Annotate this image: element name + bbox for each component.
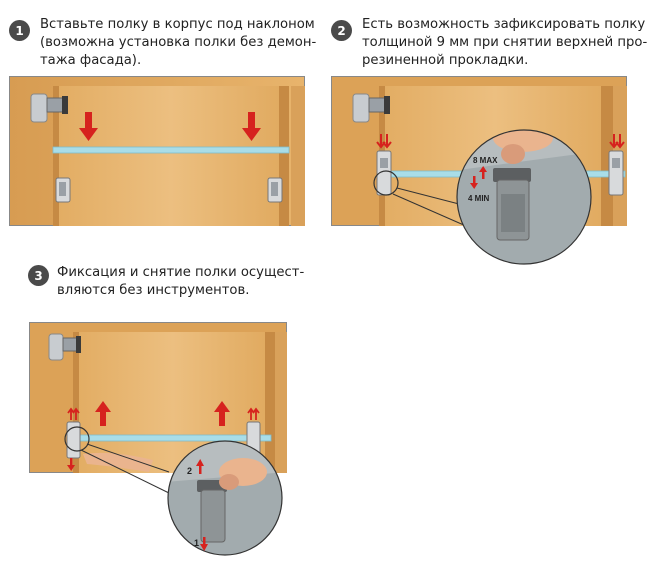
label-arrow-2: 2	[187, 466, 192, 476]
arrow-down-icon	[609, 134, 625, 149]
arrow-up-icon	[214, 401, 230, 426]
zoom-connector	[396, 187, 460, 205]
diagram-step-1	[9, 76, 305, 226]
cabinet-back-panel	[53, 86, 289, 226]
arrow-down-icon	[79, 112, 98, 141]
zoom-source-circle	[64, 426, 90, 452]
zoom-detail	[457, 130, 591, 264]
arrow-down-icon	[200, 537, 208, 551]
arrow-down-icon	[67, 458, 75, 471]
shelf-support-icon	[267, 177, 283, 203]
label-min: 4 MIN	[468, 194, 490, 203]
hinge-icon	[30, 93, 68, 123]
cabinet-illustration-1	[9, 76, 305, 226]
zoom-circle	[167, 440, 283, 556]
step-1-badge: 1	[9, 20, 30, 41]
step-2-badge: 2	[331, 20, 352, 41]
step-3-text: Фиксация и снятие полки осущест- вляются…	[57, 265, 305, 298]
arrow-up-icon	[196, 459, 204, 474]
hand-icon	[83, 452, 153, 472]
arrow-up-icon	[247, 407, 260, 420]
zoom-detail	[168, 441, 282, 555]
step-3-badge: 3	[28, 265, 49, 286]
hinge-icon	[48, 333, 81, 361]
arrow-down-icon	[242, 112, 261, 141]
arrow-up-icon	[479, 166, 487, 179]
label-max: 8 MAX	[473, 156, 498, 165]
cabinet-right-edge	[279, 86, 289, 226]
zoom-source-circle	[373, 170, 399, 196]
cabinet-left-edge	[53, 86, 59, 226]
diagram-step-3: 2 1	[29, 322, 289, 556]
glass-shelf	[74, 434, 272, 442]
cabinet-illustration-3: 2 1	[29, 322, 287, 556]
rubber-pad	[493, 168, 531, 182]
diagram-step-2: 8 MAX 4 MIN	[331, 76, 657, 265]
step-2-text: Есть возможность зафиксировать полку тол…	[362, 17, 648, 68]
arrow-up-icon	[95, 401, 111, 426]
zoom-circle	[456, 129, 592, 265]
shelf-support-icon	[608, 150, 624, 196]
cabinet-right-side	[291, 86, 305, 226]
shelf-support-icon	[55, 177, 71, 203]
hinge-icon	[352, 93, 390, 123]
arrow-down-icon	[470, 176, 478, 189]
cabinet-illustration-2: 8 MAX 4 MIN	[331, 76, 627, 265]
arrow-up-icon	[67, 407, 80, 420]
label-arrow-1: 1	[194, 538, 199, 548]
arrow-down-icon	[376, 134, 392, 149]
step-1-text: Вставьте полку в корпус под наклоном (во…	[40, 17, 317, 68]
glass-shelf	[52, 146, 290, 154]
